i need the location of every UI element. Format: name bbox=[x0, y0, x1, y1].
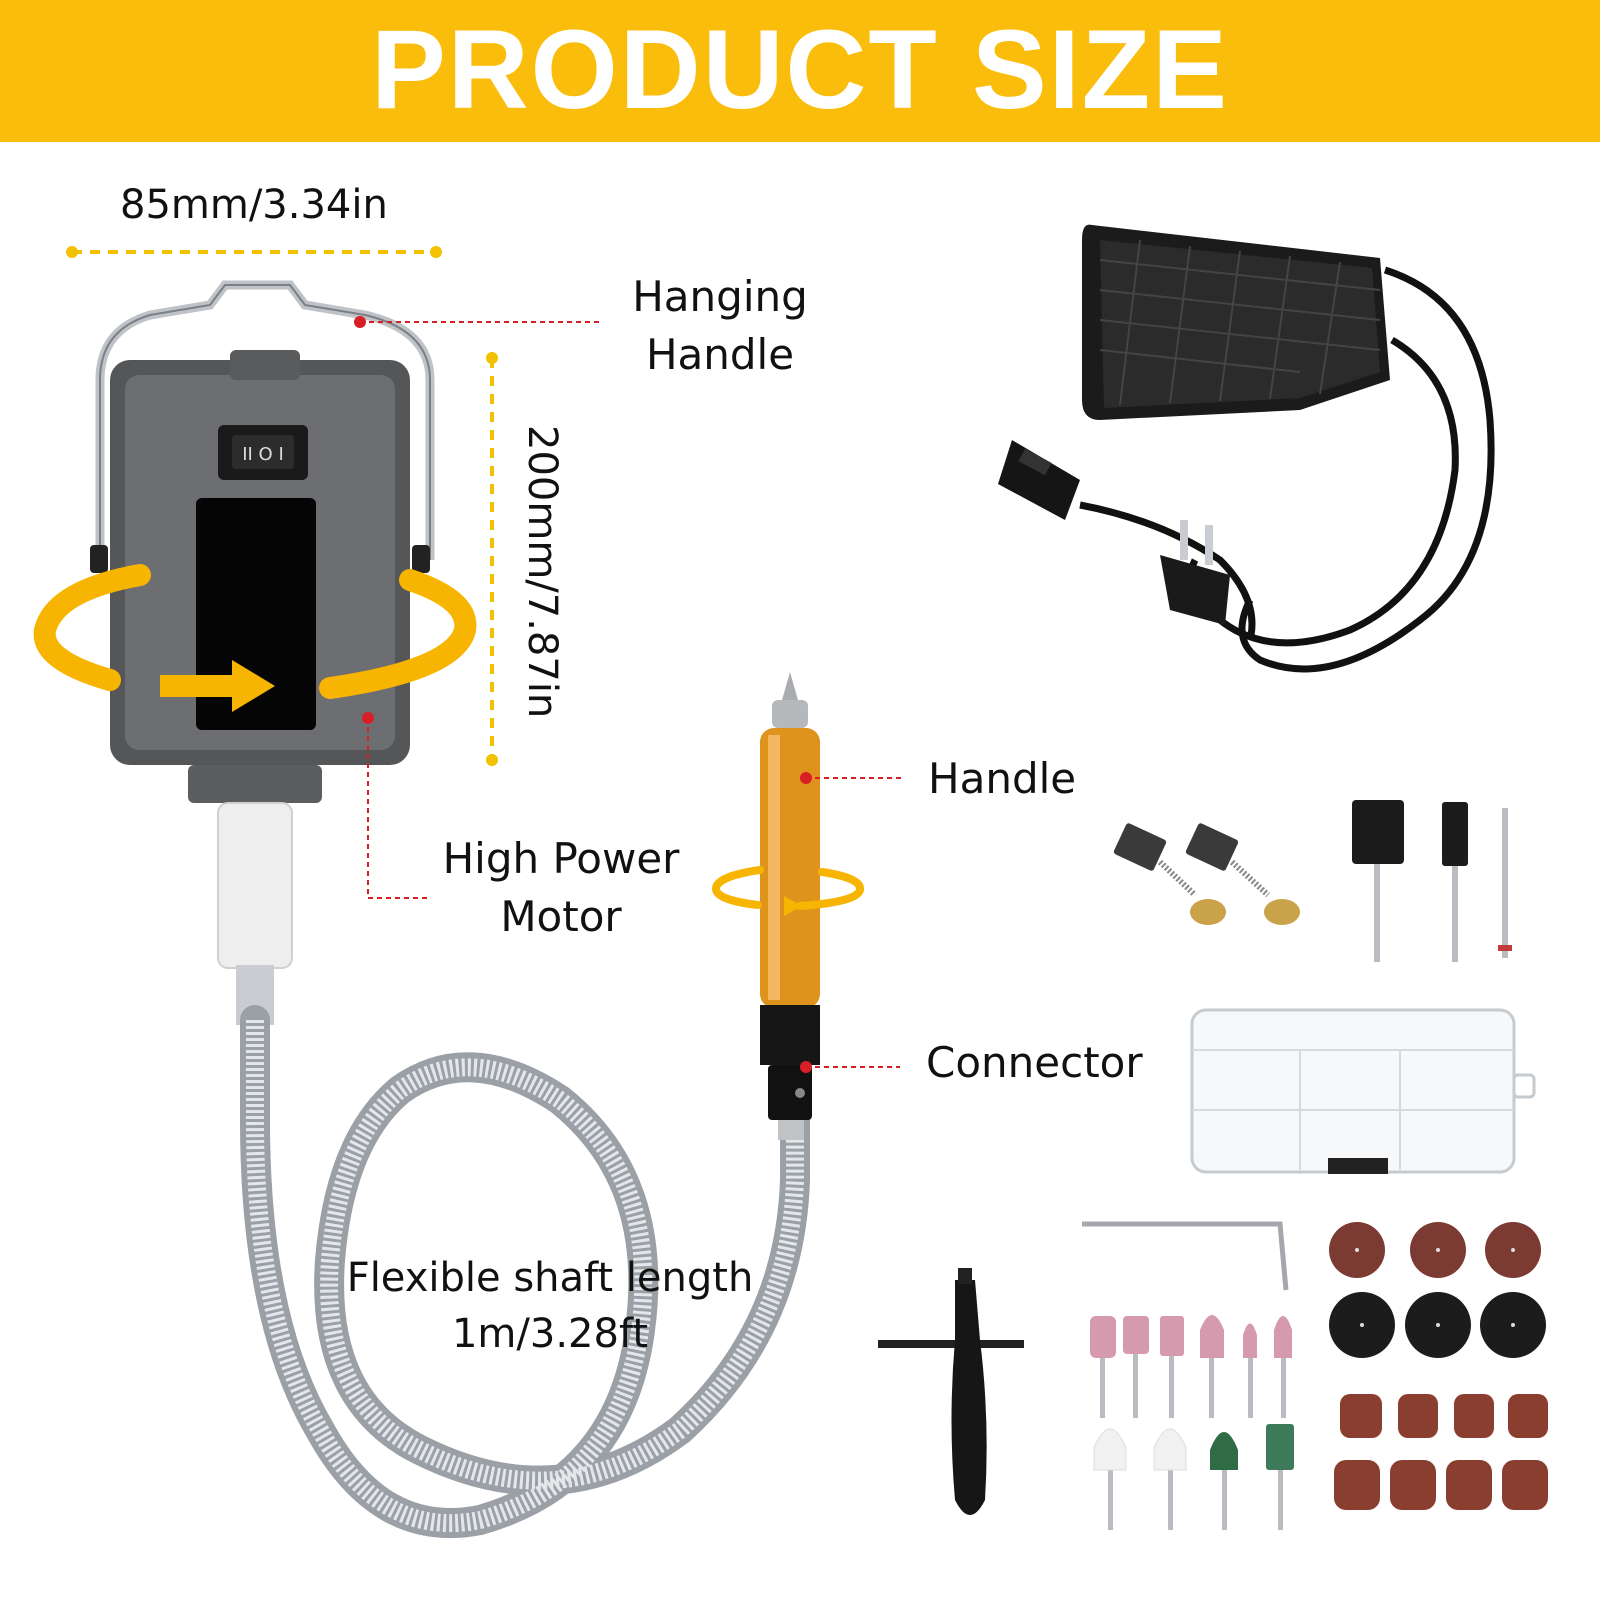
flexible-shaft-label-line2: 1m/3.28ft bbox=[451, 1311, 648, 1357]
handpiece-rotation-arrow bbox=[712, 866, 864, 916]
high-power-motor-label-line2: Motor bbox=[500, 892, 622, 941]
callout-guides bbox=[360, 321, 905, 1068]
banner-title: PRODUCT SIZE bbox=[371, 7, 1229, 132]
storage-box bbox=[1190, 1008, 1536, 1174]
flexible-shaft-label-line1: Flexible shaft length bbox=[346, 1255, 754, 1301]
svg-text:II O I: II O I bbox=[242, 444, 284, 465]
flexible-shaft bbox=[240, 1005, 810, 1539]
high-power-motor-label: High Power Motor bbox=[436, 830, 686, 946]
cutting-discs bbox=[1329, 1222, 1546, 1358]
header-banner: PRODUCT SIZE bbox=[0, 0, 1600, 142]
motor-rotation-arrow bbox=[33, 564, 477, 712]
hanging-handle-label-line1: Hanging bbox=[632, 272, 808, 321]
carbon-brushes bbox=[1113, 823, 1300, 925]
height-dimension-label: 200mm/7.87in bbox=[519, 425, 565, 719]
width-dimension-label: 85mm/3.34in bbox=[120, 182, 388, 228]
motor-unit: II O I bbox=[90, 280, 435, 1025]
foot-pedal bbox=[998, 224, 1495, 673]
sanding-mandrels bbox=[1352, 800, 1512, 962]
connector-label: Connector bbox=[926, 1038, 1143, 1087]
grinding-stones bbox=[1090, 1315, 1294, 1530]
width-dimension-line bbox=[66, 246, 442, 258]
hex-key bbox=[1082, 1221, 1289, 1291]
handle-label: Handle bbox=[928, 754, 1077, 803]
flexible-shaft-label: Flexible shaft length 1m/3.28ft bbox=[340, 1250, 760, 1362]
height-dimension-line bbox=[486, 352, 498, 766]
chuck-key bbox=[878, 1268, 1024, 1515]
hanging-handle-label-line2: Handle bbox=[645, 330, 795, 379]
high-power-motor-label-line1: High Power bbox=[442, 834, 680, 883]
handpiece bbox=[760, 672, 820, 1140]
sanding-bands bbox=[1334, 1394, 1548, 1510]
hanging-handle-label: Hanging Handle bbox=[615, 268, 825, 384]
